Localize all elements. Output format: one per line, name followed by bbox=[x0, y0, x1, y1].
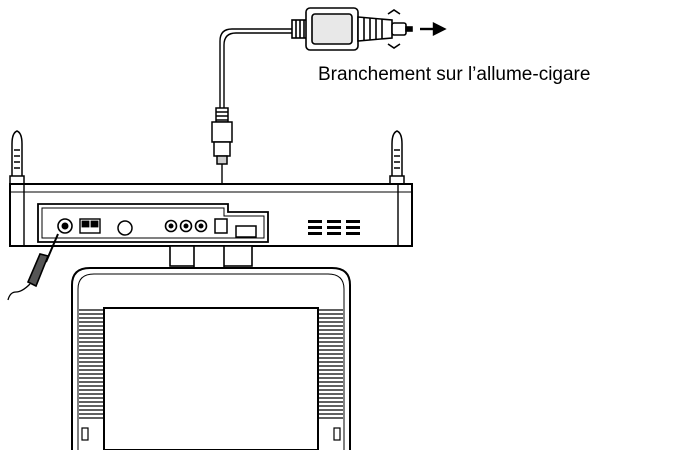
screen-side-hatch-left bbox=[79, 309, 103, 419]
screen-hinge bbox=[169, 245, 253, 271]
caption-text: Branchement sur l’allume-cigare bbox=[318, 64, 591, 85]
vent-grille bbox=[308, 220, 360, 235]
dc-plug bbox=[211, 107, 233, 165]
power-cable bbox=[219, 28, 292, 108]
screen-side-hatch-right bbox=[319, 309, 343, 419]
headphone-cable bbox=[7, 233, 59, 301]
screen bbox=[71, 267, 351, 451]
car-adapter-icon bbox=[291, 7, 413, 51]
antenna-right bbox=[389, 130, 405, 185]
antenna-left bbox=[9, 130, 25, 185]
direction-arrow bbox=[420, 22, 447, 36]
player-base bbox=[9, 183, 413, 247]
